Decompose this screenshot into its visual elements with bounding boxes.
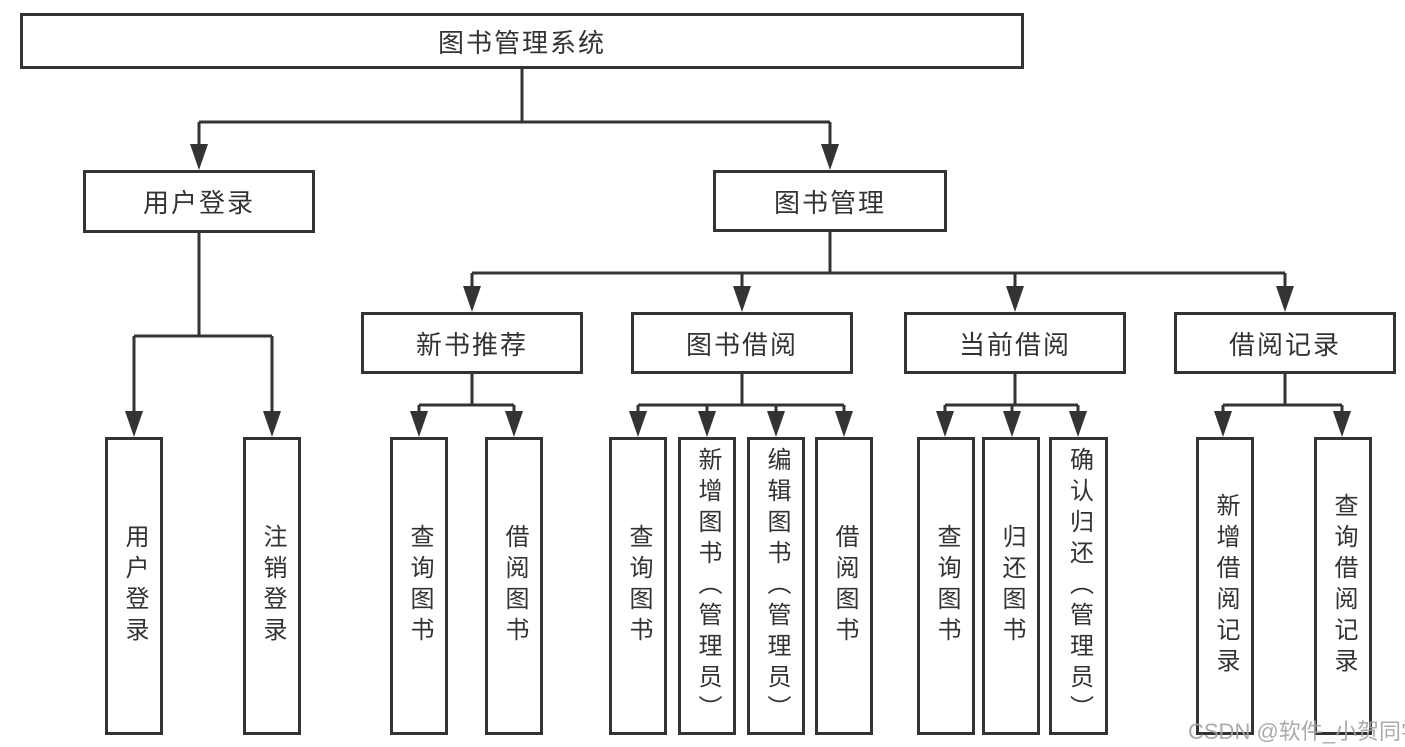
leaf-query-borrow-record-label: 查询借阅记录 (1330, 493, 1357, 679)
watermark: CSDN @软件_小贺同学 (1188, 719, 1405, 744)
connector-borrow-records (1221, 374, 1344, 415)
leaf-add-books-admin-label: 新增图书（管理员） (694, 446, 721, 726)
leaf-current-query-books: 查询图书 (917, 437, 975, 735)
leaf-recommend-query-books-label: 查询图书 (406, 524, 433, 648)
node-root: 图书管理系统 (20, 13, 1024, 69)
leaf-recommend-borrow-books: 借阅图书 (485, 437, 543, 735)
leaf-confirm-return-admin-label: 确认归还（管理员） (1065, 446, 1093, 726)
leaf-edit-books-admin: 编辑图书（管理员） (747, 437, 805, 735)
leaf-confirm-return-admin: 确认归还（管理员） (1049, 437, 1108, 735)
node-root-label: 图书管理系统 (437, 27, 606, 58)
leaf-borrow-books-label: 借阅图书 (831, 524, 858, 648)
node-new-book-recommend-label: 新书推荐 (415, 329, 528, 360)
node-borrow-records-label: 借阅记录 (1228, 329, 1341, 360)
leaf-user-login-label: 用户登录 (121, 524, 148, 648)
leaf-logout-label: 注销登录 (259, 524, 286, 648)
leaf-add-borrow-record: 新增借阅记录 (1196, 437, 1254, 735)
leaf-user-login: 用户登录 (105, 437, 163, 735)
connector-book-management (470, 232, 1287, 290)
node-book-management: 图书管理 (713, 170, 947, 232)
connector-current-borrow (943, 374, 1080, 415)
node-book-borrow-label: 图书借阅 (685, 329, 798, 360)
connector-book-borrow (636, 374, 846, 415)
connector-new-book-recommend (417, 374, 516, 415)
leaf-return-books: 归还图书 (982, 437, 1040, 735)
connector-root (197, 69, 832, 148)
leaf-query-borrow-record: 查询借阅记录 (1314, 437, 1372, 735)
node-user-login-label: 用户登录 (142, 188, 255, 218)
leaf-current-query-books-label: 查询图书 (933, 524, 960, 648)
node-new-book-recommend: 新书推荐 (361, 312, 583, 374)
node-book-management-label: 图书管理 (773, 187, 886, 218)
leaf-logout: 注销登录 (243, 437, 301, 735)
leaf-recommend-query-books: 查询图书 (390, 437, 448, 735)
node-user-login: 用户登录 (83, 170, 315, 233)
leaf-add-borrow-record-label: 新增借阅记录 (1212, 493, 1239, 679)
leaf-add-books-admin: 新增图书（管理员） (678, 437, 736, 735)
leaf-borrow-books: 借阅图书 (815, 437, 873, 735)
arrowheads (125, 144, 1351, 437)
leaf-edit-books-admin-label: 编辑图书（管理员） (763, 446, 790, 726)
node-current-borrow: 当前借阅 (904, 312, 1126, 374)
leaf-return-books-label: 归还图书 (998, 524, 1025, 648)
node-borrow-records: 借阅记录 (1174, 312, 1396, 374)
node-book-borrow: 图书借阅 (631, 312, 853, 374)
leaf-borrow-query-books-label: 查询图书 (625, 524, 652, 648)
node-current-borrow-label: 当前借阅 (958, 329, 1071, 360)
leaf-borrow-query-books: 查询图书 (609, 437, 667, 735)
connector-user-login (132, 233, 274, 415)
leaf-recommend-borrow-books-label: 借阅图书 (501, 524, 528, 648)
